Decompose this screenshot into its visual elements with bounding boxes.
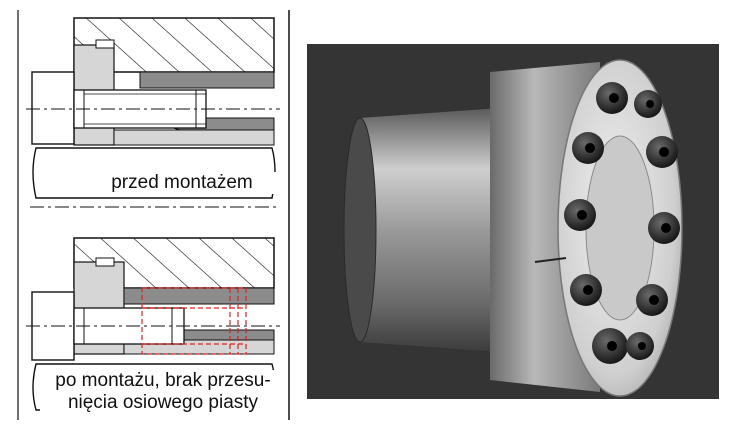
photo-bolts	[564, 82, 680, 364]
inner-cone-ring	[139, 71, 275, 89]
photo-shaft	[360, 108, 500, 352]
caption-before-mounting: przed montażem	[82, 172, 282, 194]
caption-after-line2: nięcia osiowego piasty	[67, 392, 259, 413]
caption-after-line1: po montażu, brak przesu-	[55, 370, 271, 391]
bolt-head	[31, 71, 75, 145]
displacement-highlight	[141, 287, 247, 355]
caption-after-mounting: po montażu, brak przesu- nięcia osiowego…	[40, 370, 286, 414]
product-photo	[307, 44, 719, 399]
